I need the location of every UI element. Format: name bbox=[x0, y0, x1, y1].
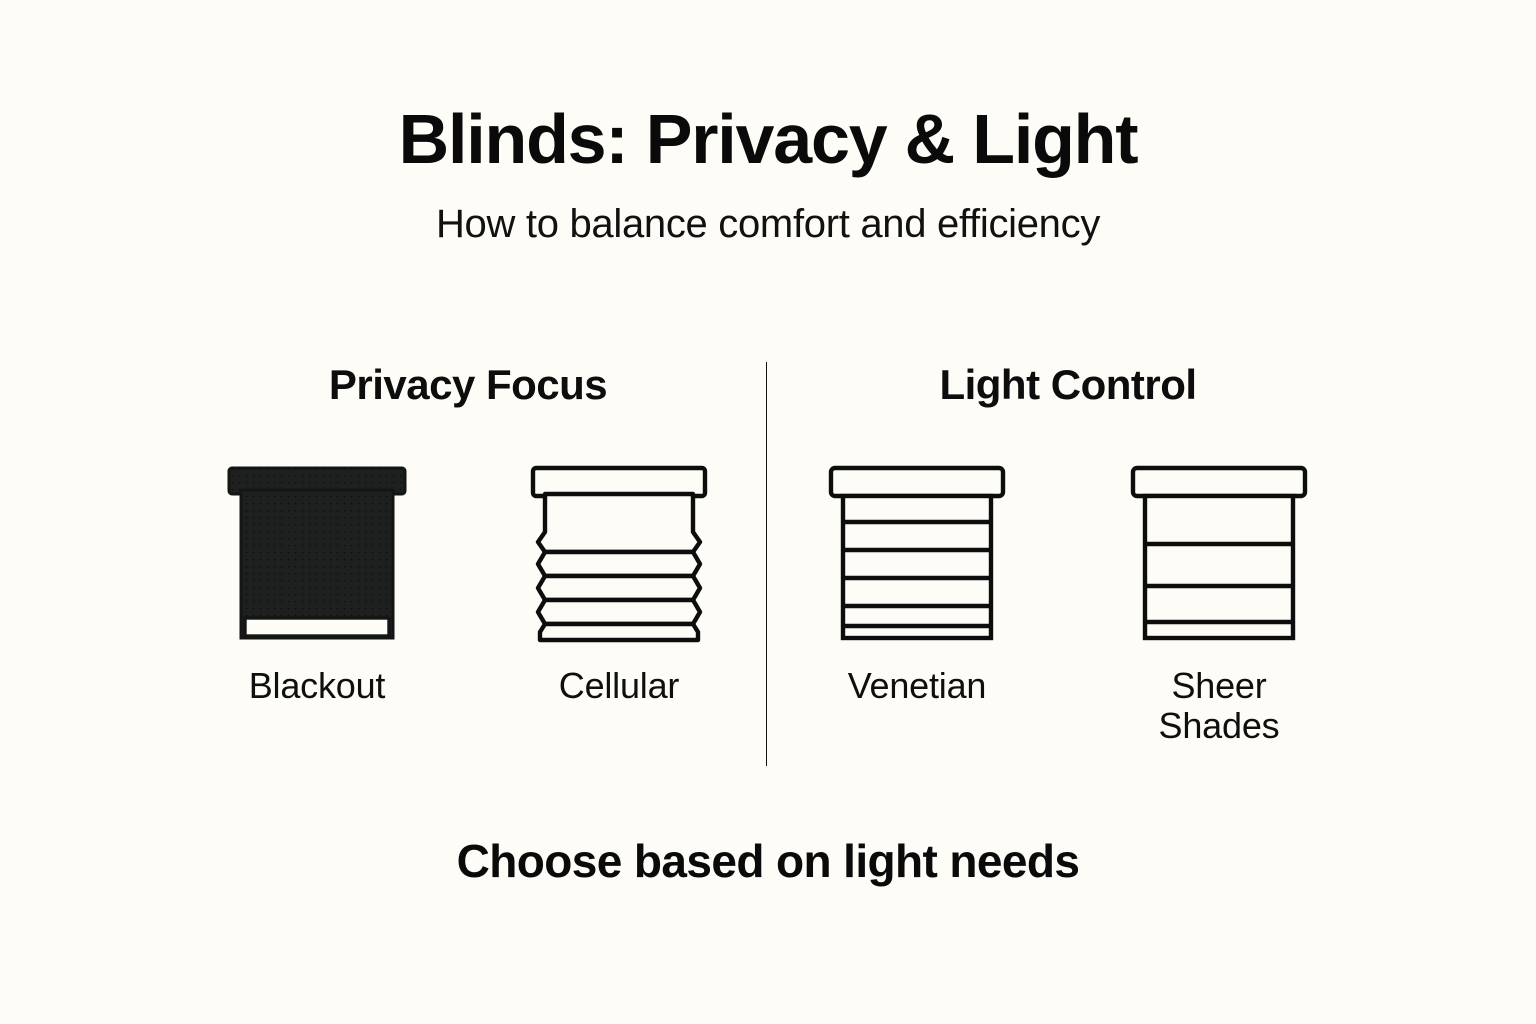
page-subtitle: How to balance comfort and efficiency bbox=[435, 202, 1101, 246]
privacy-items: Blackout bbox=[212, 460, 724, 706]
item-blackout[interactable]: Blackout bbox=[212, 460, 422, 706]
column-divider bbox=[766, 362, 767, 766]
item-sheer-shades[interactable]: Sheer Shades bbox=[1114, 460, 1324, 747]
item-cellular[interactable]: Cellular bbox=[514, 460, 724, 706]
item-label-venetian: Venetian bbox=[847, 665, 987, 706]
column-heading-light: Light Control bbox=[939, 361, 1197, 408]
cellular-blind-icon bbox=[530, 465, 708, 643]
light-items: Venetian Sheer Shades bbox=[812, 460, 1324, 747]
column-heading-privacy: Privacy Focus bbox=[328, 361, 608, 408]
column-privacy-focus: Privacy Focus bbox=[168, 352, 768, 782]
blackout-blind-icon bbox=[227, 466, 407, 640]
item-label-blackout: Blackout bbox=[248, 665, 386, 706]
column-light-control: Light Control bbox=[768, 352, 1368, 782]
sheer-shade-icon bbox=[1130, 465, 1308, 641]
item-label-cellular: Cellular bbox=[558, 665, 680, 706]
venetian-blind-icon bbox=[828, 465, 1006, 641]
item-venetian[interactable]: Venetian bbox=[812, 460, 1022, 747]
page-title: Blinds: Privacy & Light bbox=[398, 100, 1139, 178]
comparison-section: Privacy Focus bbox=[0, 352, 1536, 782]
item-label-sheer-shades: Sheer Shades bbox=[1158, 665, 1280, 747]
footer-callout: Choose based on light needs bbox=[456, 835, 1080, 887]
